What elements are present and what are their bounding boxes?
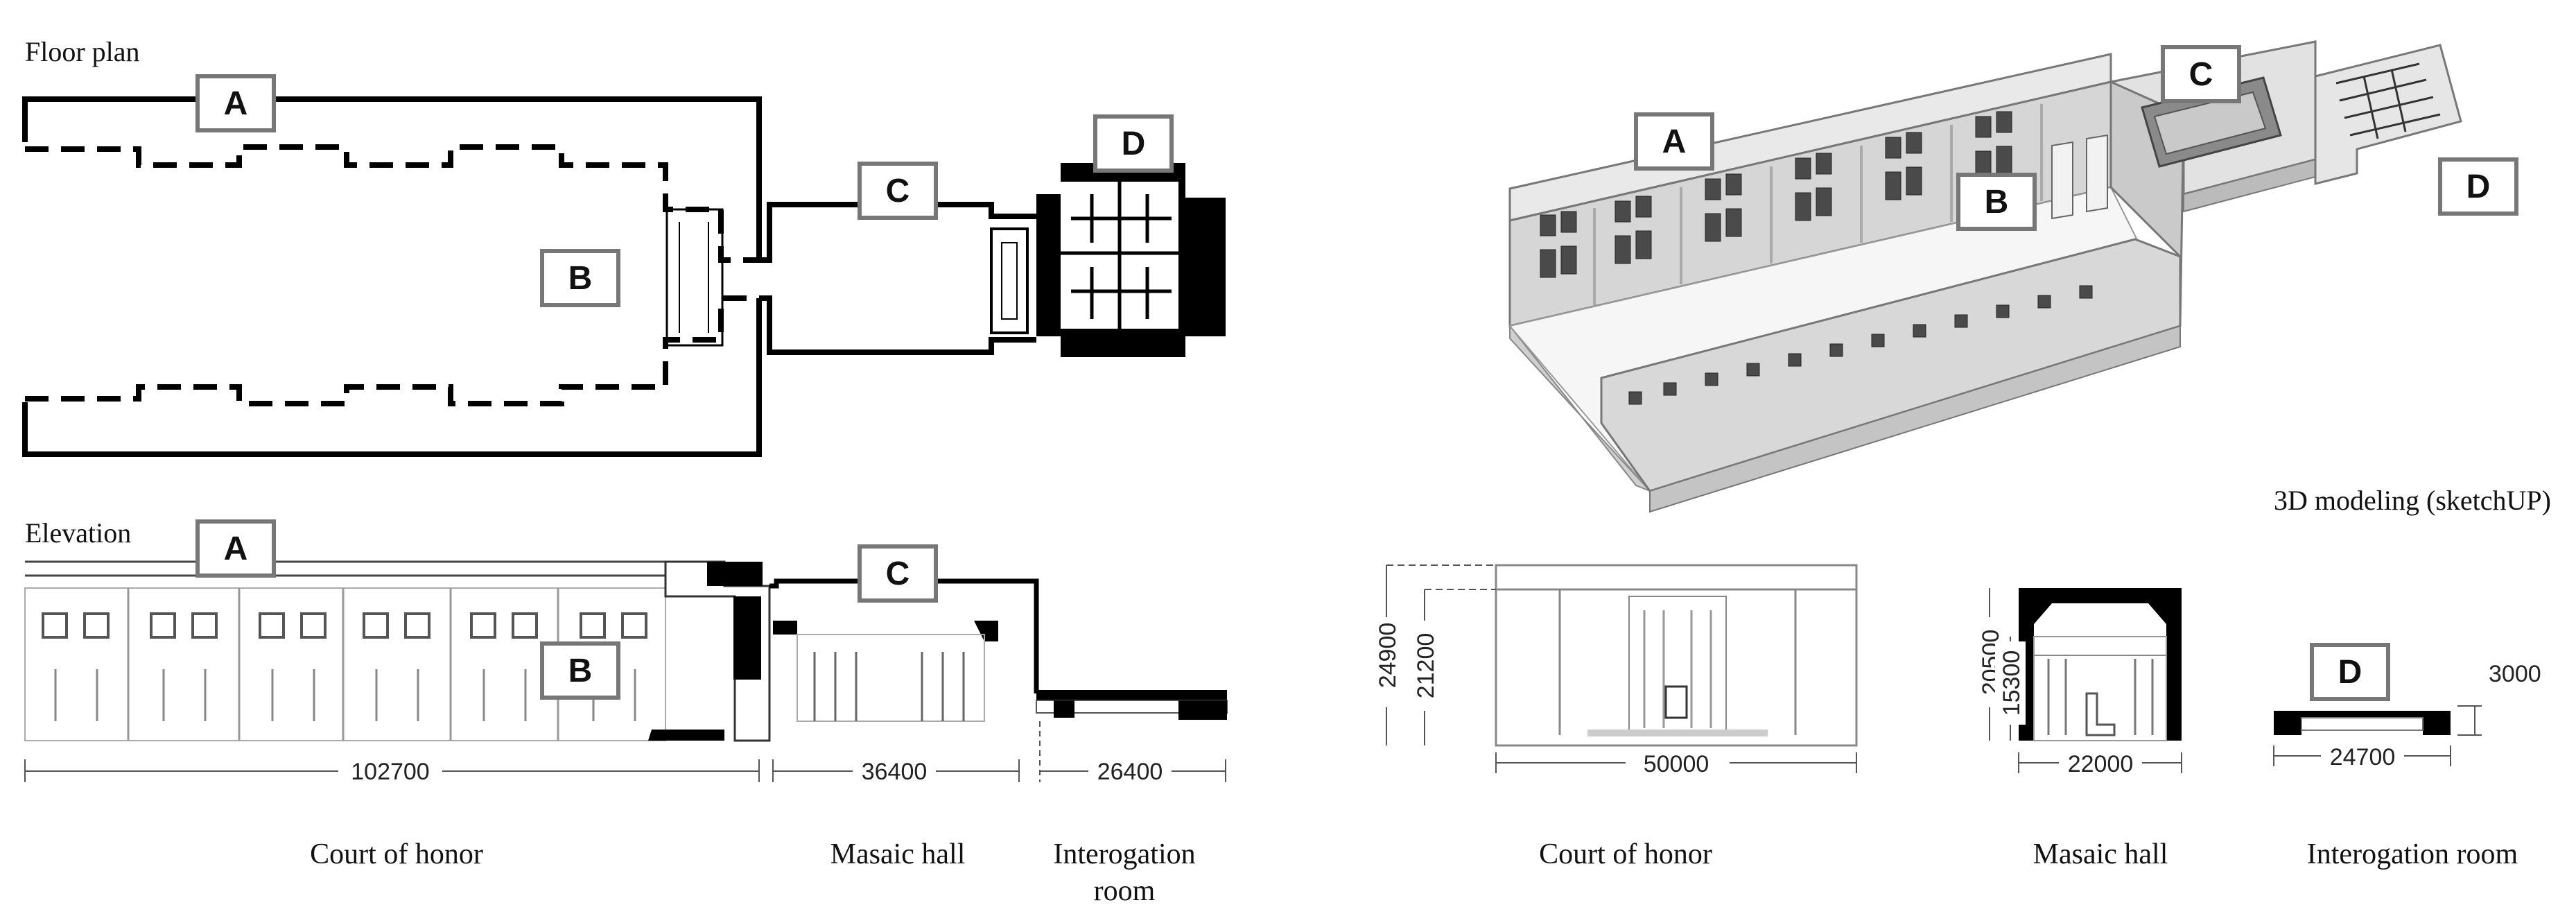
dim-court-width: 50000 — [1644, 751, 1709, 777]
svg-text:A: A — [1662, 123, 1687, 160]
3d-tag-a: A — [1634, 112, 1714, 171]
dim-interrogation-width: 24700 — [2330, 744, 2396, 770]
dim-court-height-inner: 21200 — [1413, 633, 1439, 699]
elevation-court — [24, 560, 771, 742]
caption-mosaic-right: Masaic hall — [2033, 838, 2168, 870]
svg-text:C: C — [886, 173, 910, 209]
caption-court-right: Court of honor — [1539, 838, 1712, 870]
elevation-interrogation-room — [1036, 690, 1228, 720]
caption-mosaic-left: Masaic hall — [830, 838, 966, 870]
svg-text:A: A — [224, 85, 248, 122]
section-mosaic-hall — [2019, 588, 2182, 741]
elevation-tag-c: C — [858, 544, 938, 603]
dim-court-length: 102700 — [351, 759, 429, 785]
dim-court-height-total: 24900 — [1375, 623, 1401, 689]
elevation-dimension-lines — [24, 721, 1226, 782]
svg-text:D: D — [2466, 169, 2491, 205]
caption-interrogation-left-line1: Interogation — [1053, 838, 1195, 870]
caption-interrogation-left-line2: room — [1094, 875, 1156, 907]
svg-text:C: C — [886, 555, 910, 592]
3d-modeling-label: 3D modeling (sketchUP) — [2274, 485, 2551, 516]
caption-interrogation-right: Interogation room — [2307, 838, 2518, 870]
3d-tag-b: B — [1956, 173, 2037, 231]
dim-interrogation-length: 26400 — [1097, 759, 1163, 785]
section-court — [1495, 564, 1858, 747]
elevation-mosaic-hall — [769, 578, 1039, 722]
floor-plan-court — [22, 96, 762, 457]
svg-text:D: D — [2338, 654, 2362, 691]
section-tag-d: D — [2310, 643, 2390, 701]
svg-text:B: B — [1985, 184, 2009, 221]
svg-text:B: B — [568, 653, 593, 689]
dim-interrogation-height: 3000 — [2489, 661, 2541, 687]
section-interrogation-room — [2274, 711, 2451, 735]
floor-plan-tag-a: A — [195, 74, 276, 132]
3d-tag-c: C — [2161, 45, 2241, 103]
floor-plan-tag-c: C — [858, 162, 938, 220]
elevation-tag-b: B — [540, 641, 620, 700]
caption-court-left: Court of honor — [310, 838, 483, 870]
svg-text:B: B — [568, 260, 593, 297]
court-section-dimension-lines — [1386, 564, 1857, 773]
floor-plan-label: Floor plan — [25, 36, 140, 67]
floor-plan-tag-d: D — [1093, 114, 1174, 173]
elevation-label: Elevation — [25, 517, 131, 549]
svg-text:C: C — [2189, 56, 2213, 93]
dim-mosaic-length: 36400 — [862, 759, 928, 785]
dim-mosaic-height-inner: 15300 — [1999, 650, 2025, 716]
floor-plan-interrogation-room — [1036, 163, 1226, 357]
svg-text:D: D — [1122, 126, 1146, 162]
floor-plan-mosaic-hall — [759, 202, 1036, 355]
svg-text:A: A — [224, 530, 248, 567]
elevation-tag-a: A — [195, 519, 276, 578]
3d-tag-d: D — [2438, 157, 2518, 216]
dim-mosaic-width: 22000 — [2068, 751, 2134, 777]
floor-plan-tag-b: B — [540, 249, 620, 307]
3d-model — [1508, 40, 2462, 513]
